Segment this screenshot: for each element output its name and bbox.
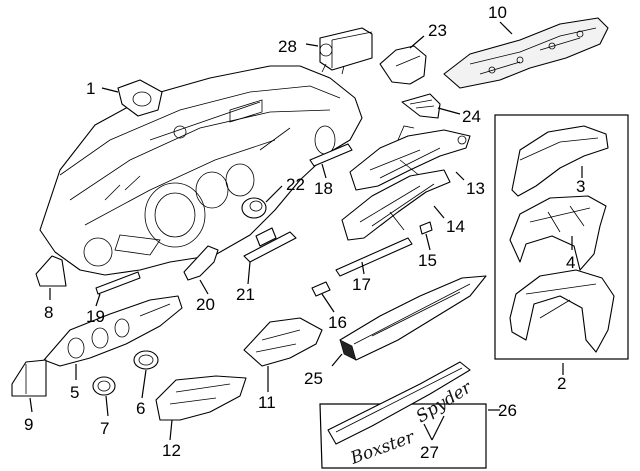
part-12-lower-trim: [155, 375, 247, 421]
callout-9: 9: [24, 415, 33, 434]
part-26-group: [319, 361, 487, 469]
callout-1: 1: [86, 79, 95, 98]
part-16-strip: [311, 281, 331, 297]
callout-25: 25: [304, 369, 323, 388]
part-6-ring: [133, 350, 159, 370]
callout-15: 15: [418, 251, 437, 270]
callout-11: 11: [258, 393, 276, 412]
part-19-strip: [95, 271, 141, 295]
callout-10: 10: [488, 3, 507, 22]
callout-16: 16: [328, 313, 347, 332]
part-2-shell: [509, 269, 615, 353]
part-13-bracket: [349, 125, 471, 191]
callout-28: 28: [278, 37, 297, 56]
part-8-end-cap: [35, 255, 67, 287]
part-2-frame: [494, 114, 629, 360]
callout-14: 14: [446, 217, 465, 236]
part-18-bar: [309, 143, 353, 167]
part-11-trim-panel: [243, 317, 323, 367]
part-28-airbag: [319, 27, 373, 75]
callout-5: 5: [70, 383, 79, 402]
callout-27: 27: [420, 443, 439, 462]
callout-26: 26: [498, 401, 517, 420]
callout-23: 23: [428, 21, 447, 40]
callout-20: 20: [196, 295, 215, 314]
part-23-cover: [379, 45, 427, 85]
part-10-frame: [443, 17, 609, 89]
part-3-hood: [511, 125, 609, 197]
part-20-bracket: [183, 245, 219, 281]
callout-6: 6: [136, 399, 145, 418]
callout-12: 12: [162, 441, 181, 460]
part-1-bracket: [117, 79, 163, 117]
callout-8: 8: [44, 303, 53, 322]
part-7-knob: [92, 376, 116, 396]
callout-13: 13: [466, 179, 485, 198]
part-22-knob: [241, 197, 267, 219]
callout-labels: 1 2 3 4 5 6 7 8 9 10 11 12 13 14 15 16 1…: [24, 3, 585, 462]
callout-21: 21: [236, 285, 255, 304]
part-21-switch-strip: [243, 227, 297, 263]
callout-7: 7: [100, 419, 109, 438]
part-17-strip: [335, 237, 413, 277]
part-25-glove-box: [339, 275, 487, 361]
part-5-lower-panel: [43, 295, 183, 367]
part-2-group: [494, 114, 629, 360]
callout-2: 2: [557, 374, 566, 393]
part-4-housing: [509, 195, 607, 271]
callout-3: 3: [576, 177, 585, 196]
dashboard-panel: [39, 65, 363, 276]
part-24-trim: [401, 93, 441, 119]
part-15-clip: [419, 221, 433, 235]
callout-17: 17: [352, 275, 371, 294]
callout-4: 4: [566, 253, 575, 272]
leader-lines: [29, 21, 583, 441]
part-9-cap: [11, 359, 47, 397]
part-14-bracket: [341, 169, 451, 241]
part-26-frame: [319, 403, 487, 469]
callout-19: 19: [86, 307, 105, 326]
callout-24: 24: [462, 107, 481, 126]
callout-18: 18: [314, 179, 333, 198]
callout-22: 22: [286, 175, 305, 194]
